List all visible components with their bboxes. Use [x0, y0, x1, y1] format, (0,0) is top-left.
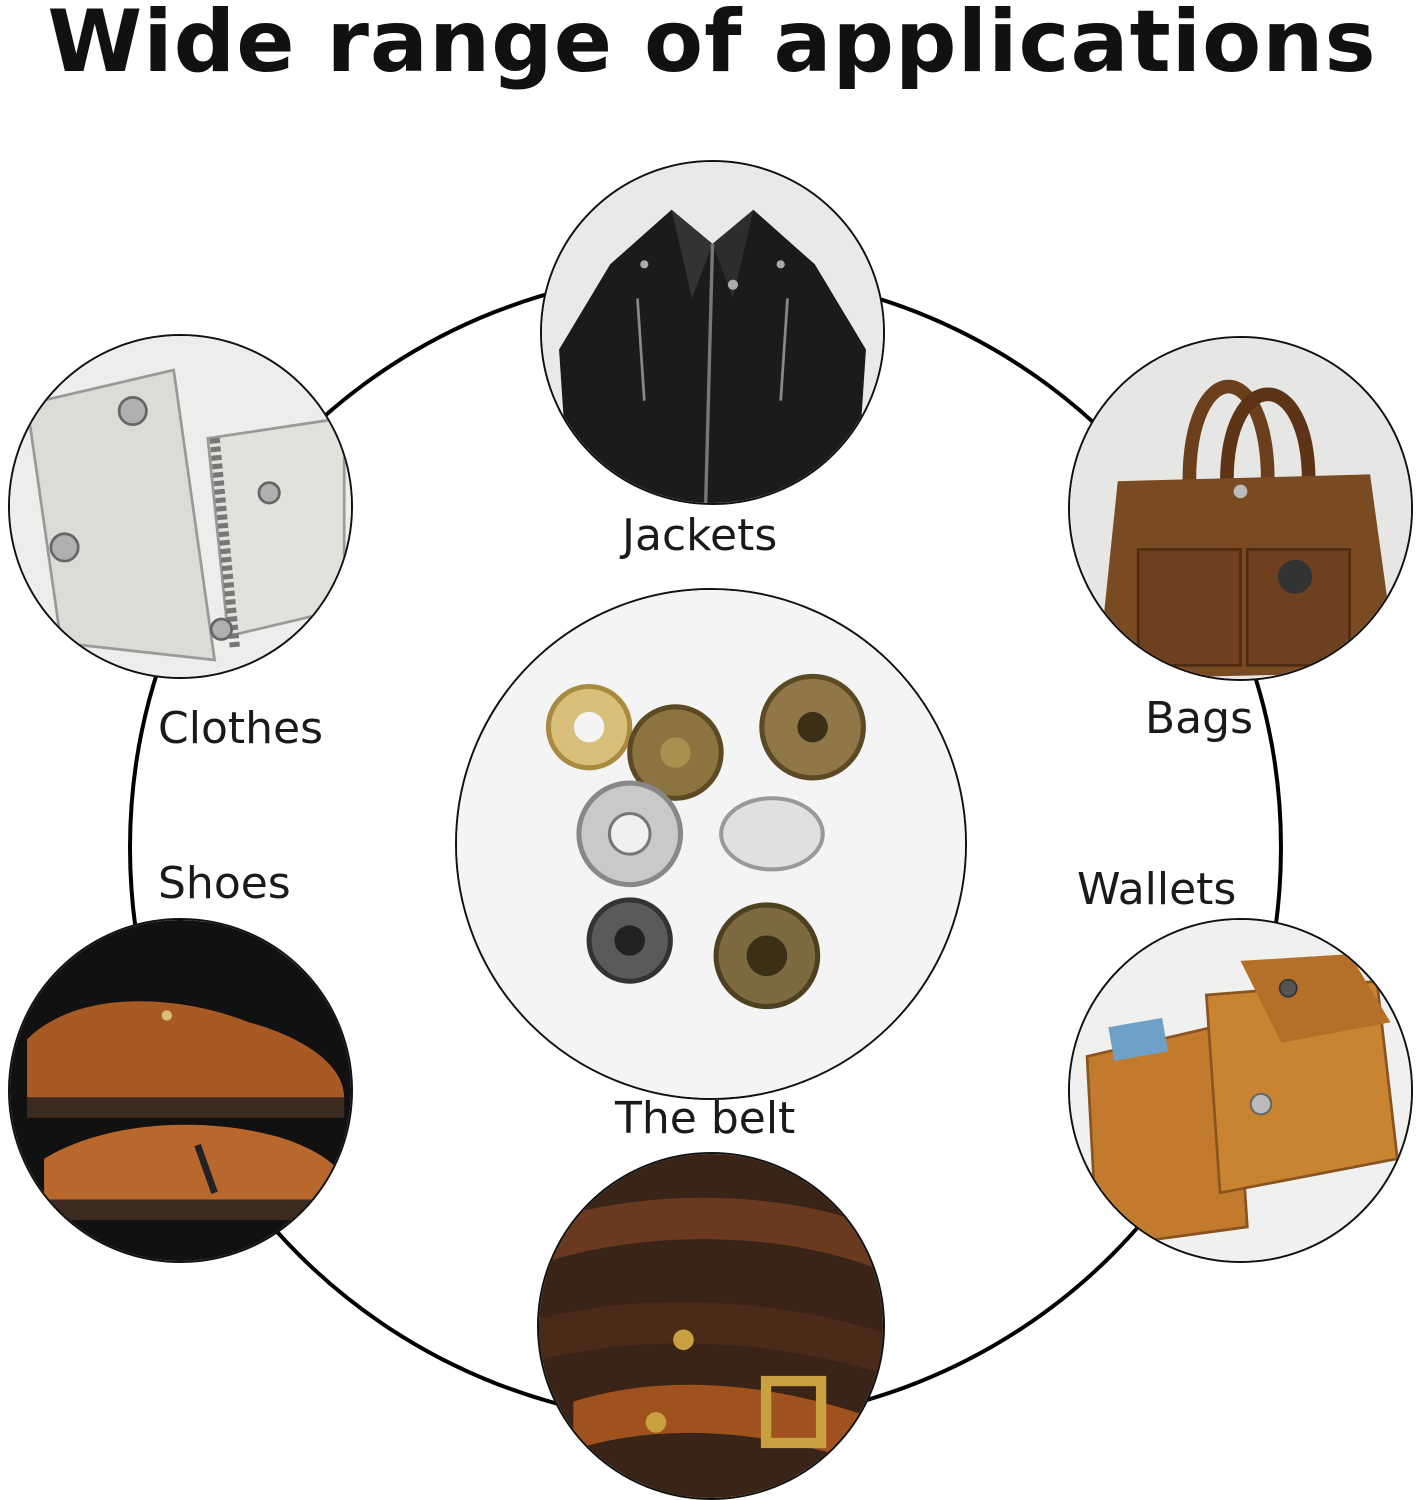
page-title: Wide range of applications: [47, 0, 1377, 92]
jacket-photo: [540, 160, 885, 505]
label-shoes: Shoes: [158, 858, 291, 909]
bag-icon: [1070, 338, 1411, 679]
belt-icon: [539, 1154, 883, 1498]
label-wallets: Wallets: [1077, 864, 1237, 915]
belt-photo: [537, 1152, 885, 1500]
wallet-photo: [1068, 918, 1413, 1263]
snap-fasteners-photo: [455, 588, 967, 1100]
label-jackets: Jackets: [622, 510, 778, 561]
clothes-photo: [8, 334, 353, 679]
wallet-icon: [1070, 920, 1411, 1261]
jacket-icon: [542, 162, 883, 503]
snap-button-icon: [457, 590, 965, 1098]
shoes-photo: [8, 918, 353, 1263]
label-clothes: Clothes: [158, 703, 323, 754]
label-belt: The belt: [615, 1093, 796, 1144]
clothes-icon: [10, 336, 351, 677]
shoe-icon: [10, 920, 351, 1261]
bag-photo: [1068, 336, 1413, 681]
label-bags: Bags: [1145, 693, 1254, 744]
